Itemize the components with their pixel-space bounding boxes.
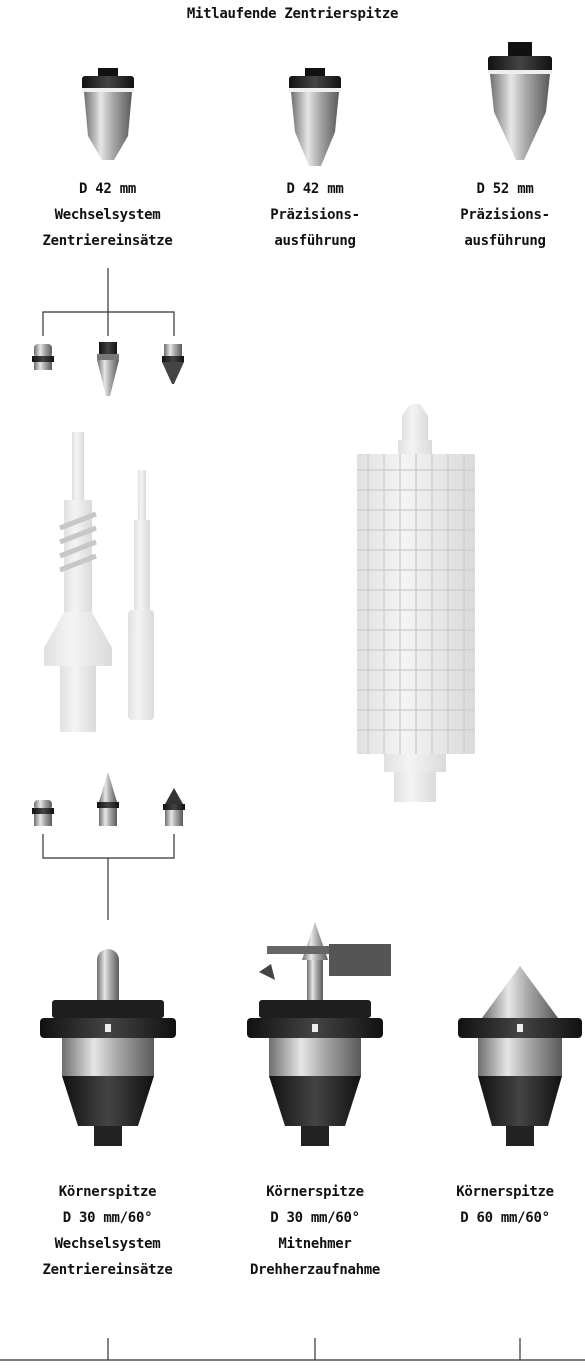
top-product-label-1: D 42 mm Wechselsystem Zentriereinsätze: [42, 181, 173, 249]
center-pin-icon: [40, 949, 176, 1146]
center-cone-icon: [458, 966, 582, 1146]
bottom-product-label-1: Körnerspitze D 30 mm/60° Wechselsystem Z…: [42, 1184, 173, 1278]
middle-bracket: [42, 834, 175, 920]
live-center-small-icon: [82, 68, 134, 160]
top-bracket: [42, 268, 175, 336]
insert-tip-pointed-icon: [97, 342, 119, 396]
insert-tip-blunt-icon: [32, 800, 54, 826]
insert-tip-short-icon: [163, 788, 185, 826]
shaft-workpiece: [128, 470, 154, 720]
insert-tip-pointed-icon: [97, 772, 119, 826]
worm-shaft-workpiece: [44, 432, 112, 732]
center-carrier-icon: [247, 922, 391, 1146]
live-center-large-icon: [488, 42, 552, 160]
top-product-label-2: D 42 mm Präzisions- ausführung: [270, 181, 360, 249]
live-center-small-icon: [289, 68, 341, 166]
gear-shaft-workpiece: [357, 404, 475, 802]
insert-tip-blunt-icon: [32, 344, 54, 370]
page-title: Mitlaufende Zentrierspitze: [186, 6, 399, 22]
bottom-connector: [0, 1338, 585, 1361]
top-product-label-3: D 52 mm Präzisions- ausführung: [460, 181, 550, 249]
insert-tip-short-icon: [162, 344, 184, 384]
bottom-product-label-2: Körnerspitze D 30 mm/60° Mitnehmer Drehh…: [249, 1184, 381, 1278]
bottom-product-label-3: Körnerspitze D 60 mm/60°: [456, 1184, 554, 1226]
